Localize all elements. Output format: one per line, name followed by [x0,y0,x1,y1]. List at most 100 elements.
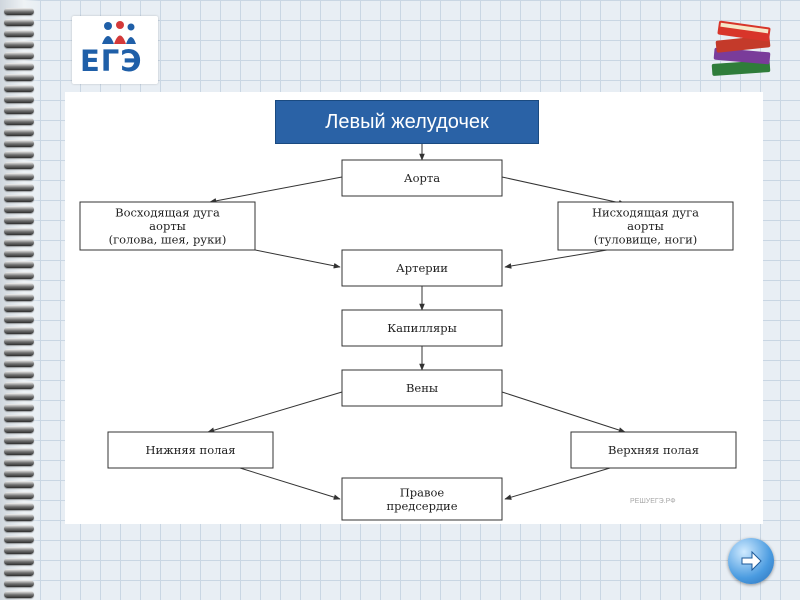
header-title: Левый желудочек [325,110,489,133]
node-label-ascending: аорты [149,219,186,233]
arrow-ascending-arteries [239,246,341,269]
spiral-ring [4,96,34,103]
node-label-descending: (туловище, ноги) [594,233,698,247]
node-label-arteries: Артерии [396,261,448,275]
spiral-ring [4,536,34,543]
spiral-ring [4,140,34,147]
spiral-ring [4,371,34,378]
spiral-ring [4,228,34,235]
spiral-ring [4,470,34,477]
spiral-ring [4,481,34,488]
spiral-ring [4,492,34,499]
spiral-ring [4,162,34,169]
spiral-ring [4,129,34,136]
node-box-lower [107,431,274,469]
spiral-ring [4,580,34,587]
books-icon [711,20,771,76]
spiral-ring [4,239,34,246]
spiral-ring [4,8,34,15]
ege-logo-icon [102,21,136,44]
spiral-ring [4,316,34,323]
spiral-ring [4,426,34,433]
spiral-ring [4,415,34,422]
spiral-ring [4,503,34,510]
spiral-ring [4,41,34,48]
spiral-ring [4,525,34,532]
node-box-capillaries [341,309,503,347]
spiral-ring [4,74,34,81]
arrow-lower-atrium [239,467,341,500]
spiral-ring [4,107,34,114]
node-label-descending: аорты [627,219,664,233]
spiral-ring [4,514,34,521]
spiral-ring [4,305,34,312]
spiral-ring [4,382,34,389]
node-label-lower: Нижняя полая [145,443,235,457]
node-box-descending [557,201,734,251]
spiral-ring [4,404,34,411]
node-label-capillaries: Капилляры [387,321,456,335]
spiral-ring [4,272,34,279]
spiral-ring [4,283,34,290]
spiral-ring [4,591,34,598]
logo-text: ЕГЭ [80,44,143,78]
node-box-veins [341,369,503,407]
spiral-ring [4,151,34,158]
node-box-ascending [79,201,256,251]
next-button[interactable] [728,538,774,584]
spiral-ring [4,19,34,26]
spiral-ring [4,206,34,213]
spiral-ring [4,184,34,191]
watermark: РЕШУЕГЭ.РФ [630,498,676,505]
spiral-ring [4,250,34,257]
left-ventricle-box: Левый желудочек [275,100,539,144]
arrow-veins-upper [501,391,626,433]
arrow-veins-lower [207,391,343,433]
arrow-aorta-descending [501,176,626,206]
spiral-ring [4,118,34,125]
spiral-ring [4,52,34,59]
spiral-ring [4,85,34,92]
ege-logo: ЕГЭ [72,16,158,84]
node-veins: Вены [341,369,503,407]
node-label-ascending: (голова, шея, руки) [109,233,227,247]
arrow-right-icon [741,550,762,572]
spiral-ring [4,349,34,356]
node-box-upper [570,431,737,469]
node-label-descending: Нисходящая дуга [592,206,699,220]
node-capillaries: Капилляры [341,309,503,347]
node-lower: Нижняя полая [107,431,274,469]
spiral-ring [4,569,34,576]
node-label-atrium: Правое [400,485,445,499]
node-upper: Верхняя полая [570,431,737,469]
spiral-ring [4,558,34,565]
node-box-aorta [341,159,503,197]
spiral-ring [4,261,34,268]
spiral-ring [4,437,34,444]
spiral-ring [4,173,34,180]
spiral-ring [4,360,34,367]
node-label-ascending: Восходящая дуга [115,206,220,220]
spiral-ring [4,338,34,345]
spiral-ring [4,195,34,202]
arrow-upper-atrium [504,467,611,500]
node-box-arteries [341,249,503,287]
node-box-atrium [341,477,503,521]
node-label-upper: Верхняя полая [608,443,699,457]
spiral-ring [4,393,34,400]
node-label-aorta: Аорта [404,171,440,185]
node-label-veins: Вены [406,381,438,395]
arrow-aorta-ascending [209,176,343,204]
node-aorta: Аорта [341,159,503,197]
spiral-ring [4,459,34,466]
spiral-ring [4,294,34,301]
node-label-atrium: предсердие [386,499,457,513]
spiral-ring [4,30,34,37]
spiral-ring [4,448,34,455]
spiral-ring [4,63,34,70]
spiral-ring [4,217,34,224]
